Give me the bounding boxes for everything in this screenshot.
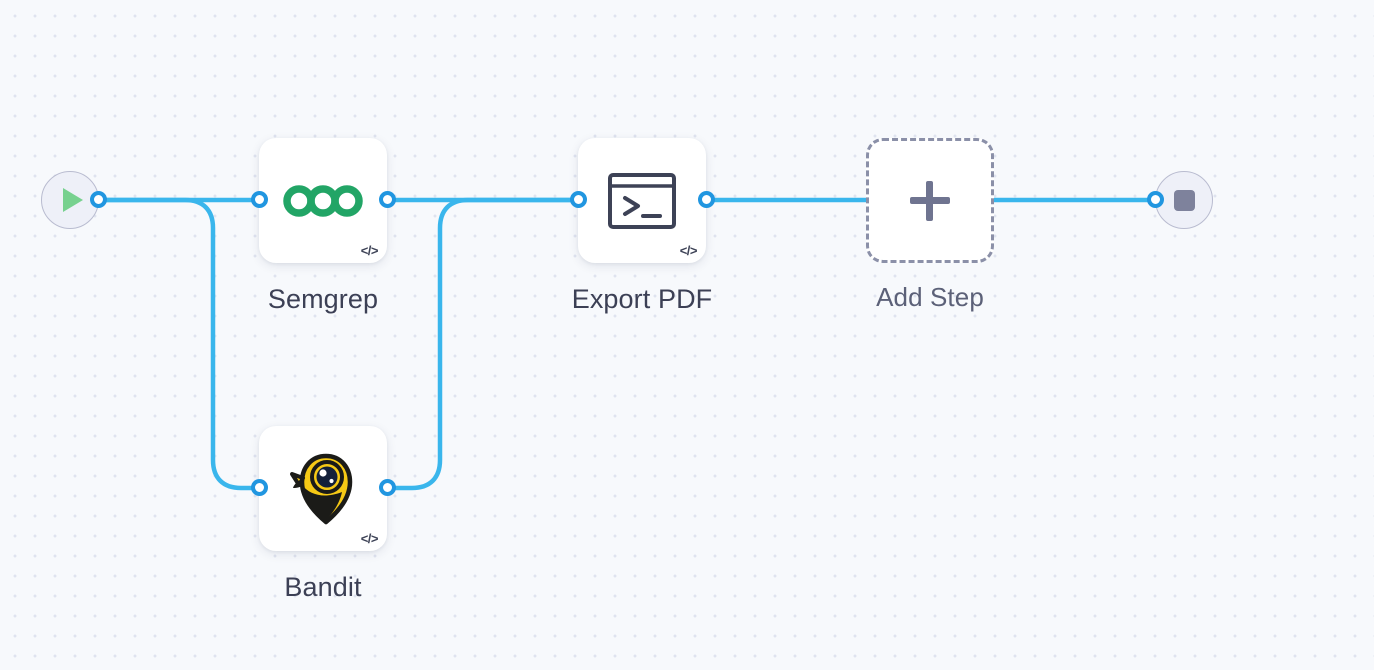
terminal-icon	[608, 172, 676, 229]
add-step-node[interactable]	[866, 138, 994, 263]
bandit-input-handle[interactable]	[251, 479, 268, 496]
semgrep-icon-wrap	[259, 138, 387, 263]
add-step-label: Add Step	[876, 282, 984, 312]
bandit-output-handle[interactable]	[379, 479, 396, 496]
semgrep-input-handle[interactable]	[251, 191, 268, 208]
code-badge[interactable]: </>	[679, 243, 698, 258]
step-label-bandit: Bandit	[284, 572, 362, 602]
step-node-export-pdf[interactable]: </>	[578, 138, 706, 263]
step-node-semgrep[interactable]: </>	[259, 138, 387, 263]
start-node[interactable]	[41, 171, 99, 229]
play-icon	[63, 188, 83, 212]
code-badge[interactable]: </>	[360, 531, 379, 546]
export-pdf-input-handle[interactable]	[570, 191, 587, 208]
bandit-logo-icon	[290, 453, 353, 524]
start-node-output-handle[interactable]	[90, 191, 107, 208]
end-node-input-handle[interactable]	[1147, 191, 1164, 208]
code-badge[interactable]: </>	[360, 243, 379, 258]
export-pdf-output-handle[interactable]	[698, 191, 715, 208]
end-node[interactable]	[1155, 171, 1213, 229]
edge-start-to-bandit	[96, 197, 264, 491]
bandit-icon-wrap	[259, 426, 387, 551]
plus-icon	[910, 180, 950, 221]
terminal-icon-wrap	[578, 138, 706, 263]
step-node-bandit[interactable]: </>	[259, 426, 387, 551]
semgrep-logo-icon	[283, 184, 363, 217]
edge-bandit-to-export-pdf	[384, 197, 581, 491]
step-label-export-pdf: Export PDF	[571, 284, 713, 314]
stop-icon	[1173, 189, 1195, 211]
semgrep-output-handle[interactable]	[379, 191, 396, 208]
step-label-semgrep: Semgrep	[267, 284, 379, 314]
